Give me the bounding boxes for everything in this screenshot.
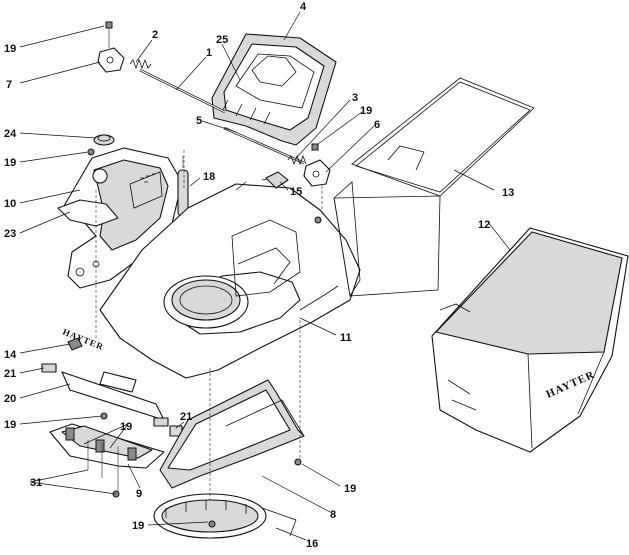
part-3-spring xyxy=(287,154,307,166)
callout-19: 19 xyxy=(120,421,132,433)
callout-19: 19 xyxy=(360,105,372,117)
callout-16: 16 xyxy=(306,538,318,550)
callout-19: 19 xyxy=(4,43,16,55)
part-8-side-skirt xyxy=(159,379,305,489)
callout-18: 18 xyxy=(203,171,215,183)
part-2-spring xyxy=(129,58,152,70)
callout-19: 19 xyxy=(132,520,144,532)
callout-23: 23 xyxy=(4,228,16,240)
callout-19: 19 xyxy=(4,419,16,431)
callout-10: 10 xyxy=(4,198,16,210)
part-6-hinge-bracket xyxy=(303,143,331,187)
callout-2: 2 xyxy=(152,29,158,41)
callout-21: 21 xyxy=(4,368,16,380)
callout-5: 5 xyxy=(196,115,202,127)
callouts: 19 7 2 1 25 4 3 19 6 5 24 19 10 23 18 15… xyxy=(4,1,514,550)
part-23-flap xyxy=(57,199,119,227)
part-21-block-left xyxy=(41,363,57,373)
callout-3: 3 xyxy=(352,92,358,104)
callout-19: 19 xyxy=(344,483,356,495)
part-7-hinge-bracket xyxy=(97,21,125,73)
screw-fasteners xyxy=(87,148,322,528)
callout-4: 4 xyxy=(300,1,307,13)
callout-8: 8 xyxy=(330,509,336,521)
part-5-rod xyxy=(223,126,305,165)
callout-6: 6 xyxy=(374,119,380,131)
callout-20: 20 xyxy=(4,393,16,405)
part-15-clip xyxy=(265,171,289,189)
callout-25: 25 xyxy=(216,34,228,46)
callout-1: 1 xyxy=(206,47,212,59)
callout-31: 31 xyxy=(30,477,42,489)
part-13-bag-frame xyxy=(333,77,535,298)
callout-11: 11 xyxy=(340,332,352,344)
leader-lines xyxy=(19,11,511,541)
part-12-grass-bag xyxy=(431,227,629,453)
part-14-badge xyxy=(67,337,83,351)
part-1-rod xyxy=(139,68,226,114)
part-16-roller-guard xyxy=(153,493,297,539)
part-11-deck xyxy=(99,177,361,379)
part-9-axle-housing xyxy=(49,423,165,494)
part-24-cap xyxy=(93,134,115,146)
callout-12: 12 xyxy=(478,219,490,231)
callout-13: 13 xyxy=(502,187,514,199)
callout-15: 15 xyxy=(290,186,302,198)
callout-14: 14 xyxy=(4,349,17,361)
callout-9: 9 xyxy=(136,488,142,500)
alignment-lines xyxy=(95,150,323,500)
callout-21: 21 xyxy=(180,411,192,423)
callout-7: 7 xyxy=(6,79,12,91)
part-4-upper-cover xyxy=(211,33,337,146)
part-20-bumper xyxy=(61,371,165,421)
callout-19: 19 xyxy=(4,157,16,169)
callout-24: 24 xyxy=(4,128,17,140)
brand-mark-front: HAYTER xyxy=(61,327,105,353)
